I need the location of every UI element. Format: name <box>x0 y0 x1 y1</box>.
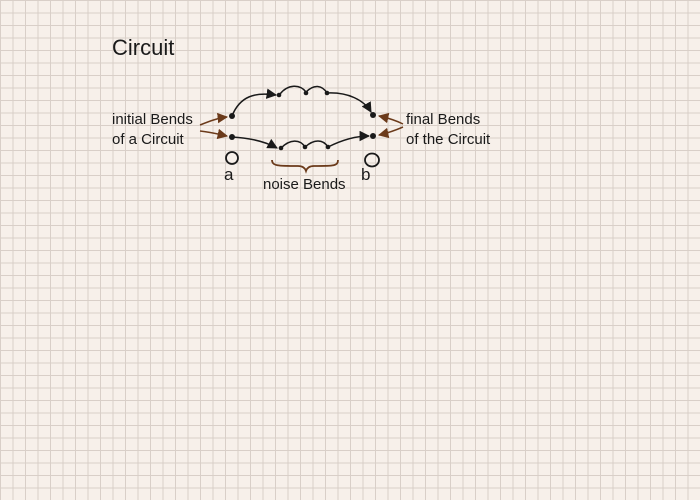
node-b-circle <box>364 152 380 168</box>
upper-path-segment-3 <box>305 85 328 94</box>
node-a-label: a <box>224 165 234 184</box>
initial-bends-label-line2: of a Circuit <box>112 131 184 148</box>
upper-path-segment-1 <box>231 88 278 117</box>
page-title: Circuit <box>112 35 175 60</box>
final-pointer-arrow-bottom <box>377 126 404 139</box>
upper-path-segment-2 <box>279 85 307 95</box>
final-pointer-arrow-top <box>377 112 404 125</box>
upper-path-segment-4 <box>326 92 372 113</box>
noise-bends-label: noise Bends <box>263 176 346 193</box>
initial-pointer-arrow-top <box>199 112 229 126</box>
lower-path-segment-4 <box>327 130 371 148</box>
noise-node-3 <box>325 144 331 150</box>
noise-brace <box>271 159 339 174</box>
noise-node-2 <box>302 144 308 150</box>
lower-path-segment-3 <box>304 140 329 148</box>
final-node-bottom <box>370 133 376 139</box>
lower-path-segment-1 <box>231 136 278 149</box>
initial-bends-label-line1: initial Bends <box>112 111 193 128</box>
upper-mid-node-1 <box>276 92 282 98</box>
final-bends-label-line2: of the Circuit <box>406 131 491 148</box>
initial-node-top <box>229 113 235 119</box>
final-node-top <box>370 112 376 118</box>
lower-path-segment-2 <box>280 140 306 149</box>
node-a-circle <box>225 151 239 165</box>
initial-pointer-arrow-bottom <box>199 128 229 140</box>
final-bends-label-line1: final Bends <box>406 111 481 128</box>
noise-node-1 <box>278 145 284 151</box>
upper-mid-node-2 <box>303 90 309 96</box>
initial-node-bottom <box>229 134 235 140</box>
node-b-label: b <box>361 165 371 184</box>
upper-mid-node-3 <box>324 90 330 96</box>
